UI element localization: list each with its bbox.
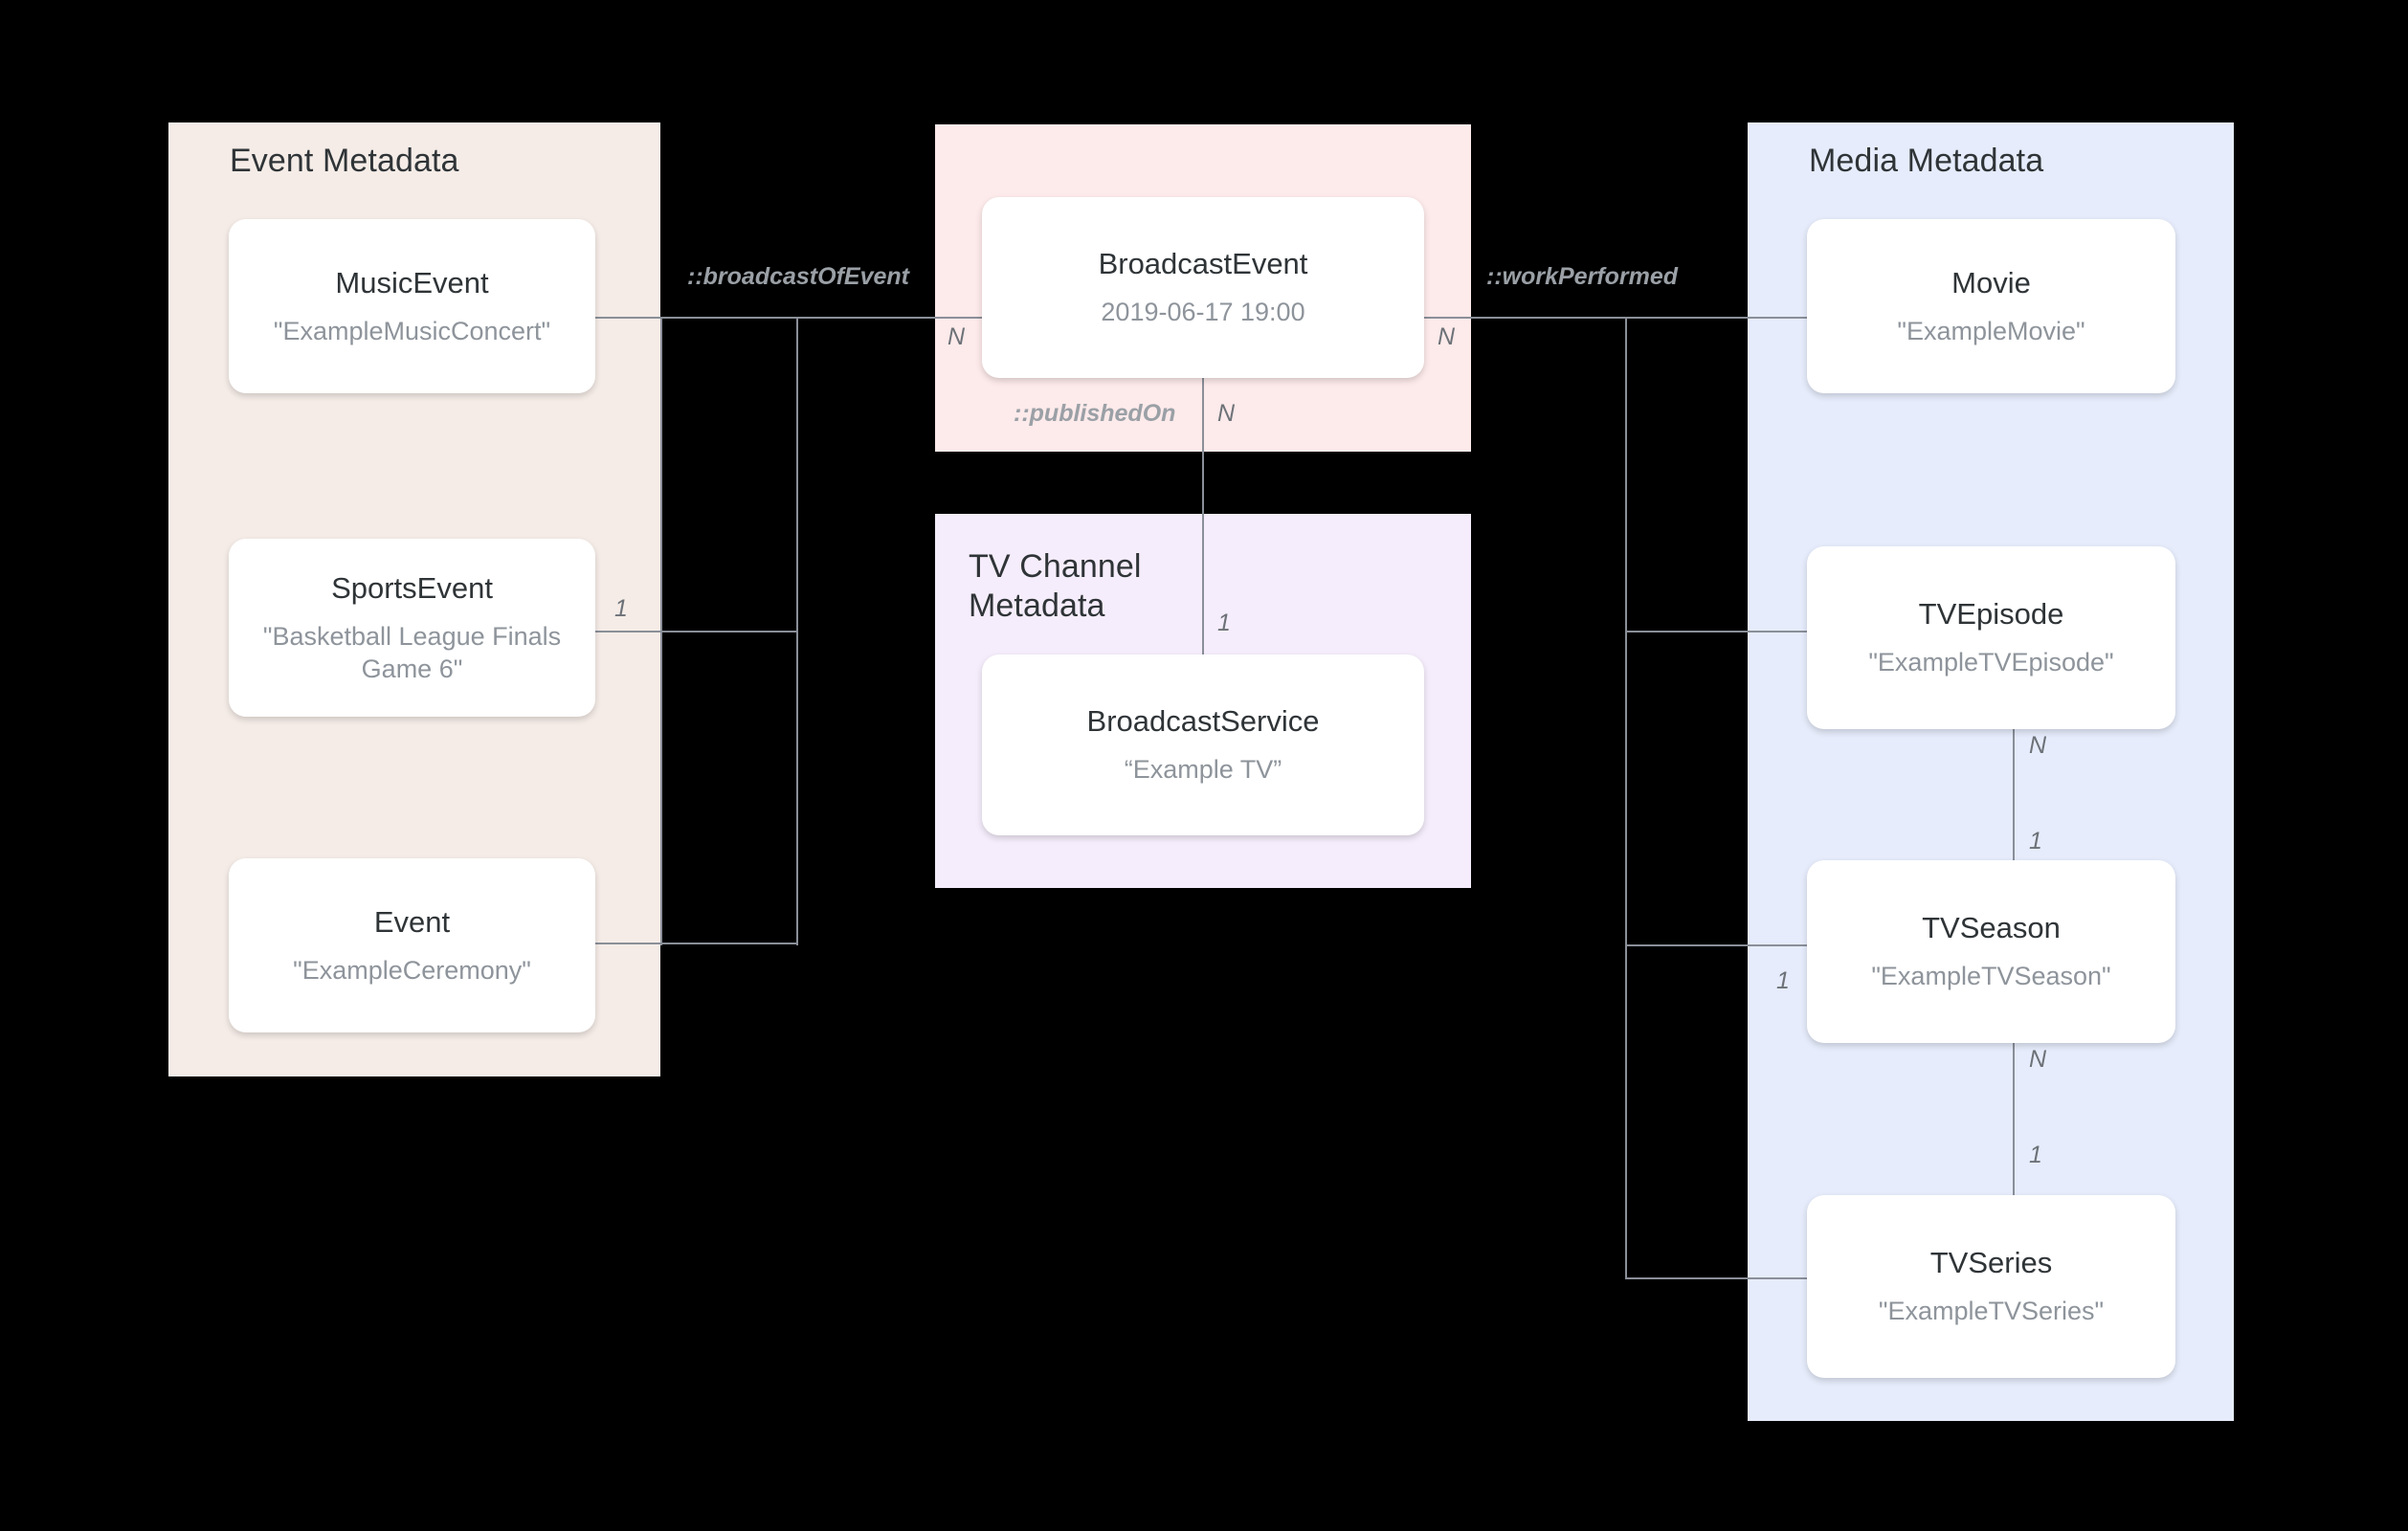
connector-left-bottom-bridge	[660, 943, 798, 944]
cardinality-sports-event: 1	[614, 595, 628, 622]
connector-to-broadcast-event	[796, 317, 982, 319]
node-movie-value: "ExampleMovie"	[1897, 316, 2085, 345]
node-tv-episode-value: "ExampleTVEpisode"	[1868, 648, 2114, 677]
cardinality-tv-season-bottom: N	[2029, 1046, 2047, 1073]
connector-published-on	[1202, 378, 1204, 655]
cardinality-broadcast-service: 1	[1217, 610, 1231, 636]
node-movie-type: Movie	[1951, 265, 2031, 300]
connector-tv-episode-to-tv-season	[2013, 729, 2015, 901]
cardinality-tv-season-left: 1	[1776, 967, 1790, 994]
cardinality-tv-series: 1	[2029, 1142, 2042, 1168]
node-tv-series-type: TVSeries	[1929, 1246, 2053, 1280]
group-title-event-metadata: Event Metadata	[230, 143, 459, 179]
node-music-event[interactable]: MusicEvent "ExampleMusicConcert"	[229, 219, 595, 393]
node-tv-series-value: "ExampleTVSeries"	[1878, 1297, 2105, 1326]
node-tv-season-type: TVSeason	[1922, 911, 2061, 945]
node-tv-season[interactable]: TVSeason "ExampleTVSeason"	[1807, 860, 2175, 1043]
node-broadcast-event-value: 2019-06-17 19:00	[1101, 298, 1305, 327]
cardinality-tv-episode: N	[2029, 732, 2047, 759]
node-event-value: "ExampleCeremony"	[293, 955, 531, 985]
connector-music-event-stub	[595, 317, 662, 319]
node-tv-series[interactable]: TVSeries "ExampleTVSeries"	[1807, 1195, 2175, 1378]
node-movie[interactable]: Movie "ExampleMovie"	[1807, 219, 2175, 393]
connector-to-tv-season	[1625, 944, 1807, 946]
edge-label-broadcast-of-event: ::broadcastOfEvent	[687, 263, 909, 290]
edge-label-published-on: ::publishedOn	[1014, 400, 1176, 427]
connector-tv-season-to-tv-series	[2013, 1043, 2015, 1215]
connector-sports-event-stub	[595, 631, 662, 632]
connector-to-tv-series	[1625, 1277, 1807, 1279]
cardinality-broadcast-event-right: N	[1438, 323, 1456, 350]
node-broadcast-event-type: BroadcastEvent	[1098, 247, 1308, 281]
node-broadcast-service-value: “Example TV”	[1124, 755, 1282, 785]
connector-left-top-bridge	[660, 317, 798, 319]
node-tv-episode[interactable]: TVEpisode "ExampleTVEpisode"	[1807, 546, 2175, 729]
node-music-event-value: "ExampleMusicConcert"	[273, 316, 551, 345]
node-broadcast-service[interactable]: BroadcastService “Example TV”	[982, 655, 1424, 835]
node-event-type: Event	[373, 904, 451, 939]
cardinality-tv-season-top: 1	[2029, 828, 2042, 854]
node-tv-season-value: "ExampleTVSeason"	[1871, 962, 2111, 991]
node-sports-event-value: "Basketball League Finals Game 6"	[262, 621, 562, 683]
connector-to-movie	[1625, 317, 1807, 319]
node-tv-episode-type: TVEpisode	[1918, 597, 2064, 632]
cardinality-published-on: N	[1217, 400, 1236, 427]
connector-to-tv-episode	[1625, 631, 1807, 632]
group-title-media-metadata: Media Metadata	[1809, 143, 2044, 179]
connector-event-stub	[595, 943, 662, 944]
connector-right-trunk-c	[1625, 317, 1627, 1278]
node-sports-event-type: SportsEvent	[331, 570, 493, 605]
connector-broadcast-event-right-stub	[1424, 317, 1627, 319]
node-broadcast-service-type: BroadcastService	[1086, 704, 1320, 739]
group-title-tv-channel-metadata: TV Channel Metadata	[969, 548, 1142, 625]
connector-left-mid-bridge	[660, 631, 798, 632]
edge-label-work-performed: ::workPerformed	[1486, 263, 1679, 290]
node-sports-event[interactable]: SportsEvent "Basketball League Finals Ga…	[229, 539, 595, 717]
node-event[interactable]: Event "ExampleCeremony"	[229, 858, 595, 1032]
cardinality-broadcast-event-left: N	[948, 323, 966, 350]
node-broadcast-event[interactable]: BroadcastEvent 2019-06-17 19:00	[982, 197, 1424, 378]
node-music-event-type: MusicEvent	[335, 265, 489, 300]
